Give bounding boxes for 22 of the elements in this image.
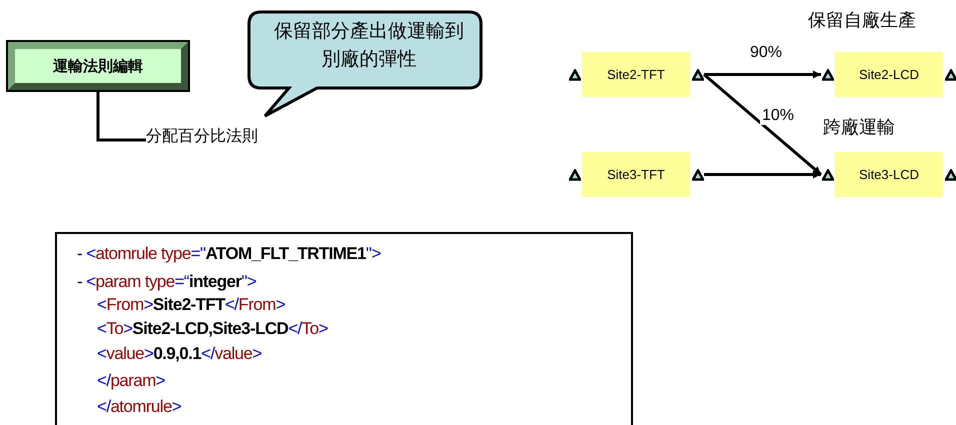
code-line: </atomrule> [97, 396, 182, 418]
site-box: Site2-TFT [582, 52, 690, 97]
xml-code-box [55, 232, 633, 425]
annotation-label: 保留自廠生產 [808, 9, 916, 32]
arrow [704, 170, 821, 178]
rule-label: 分配百分比法則 [146, 126, 286, 152]
site-box: Site3-LCD [835, 152, 943, 197]
connector-line [96, 90, 146, 142]
site-box: Site2-LCD [835, 52, 943, 97]
code-line: - <atomrule type="ATOM_FLT_TRTIME1"> [77, 243, 381, 265]
arrow [704, 70, 821, 78]
code-line: <value>0.9,0.1</value> [97, 343, 262, 365]
code-line: - <param type=“integer"> [77, 271, 256, 293]
code-line: <From>Site2-TFT</From> [97, 294, 286, 316]
code-line: <To>Site2-LCD,Site3-LCD</To> [97, 318, 328, 340]
site-box: Site3-TFT [582, 152, 690, 197]
edge-label: 10% [760, 107, 796, 125]
speech-bubble: 保留部分產出做運輸到別廠的彈性 [247, 10, 483, 120]
code-line: </param> [97, 370, 165, 392]
annotation-label: 跨廠運輸 [823, 116, 895, 139]
arrow [703, 73, 822, 176]
rule-edit-button: 運輸法則編輯 [8, 42, 188, 90]
